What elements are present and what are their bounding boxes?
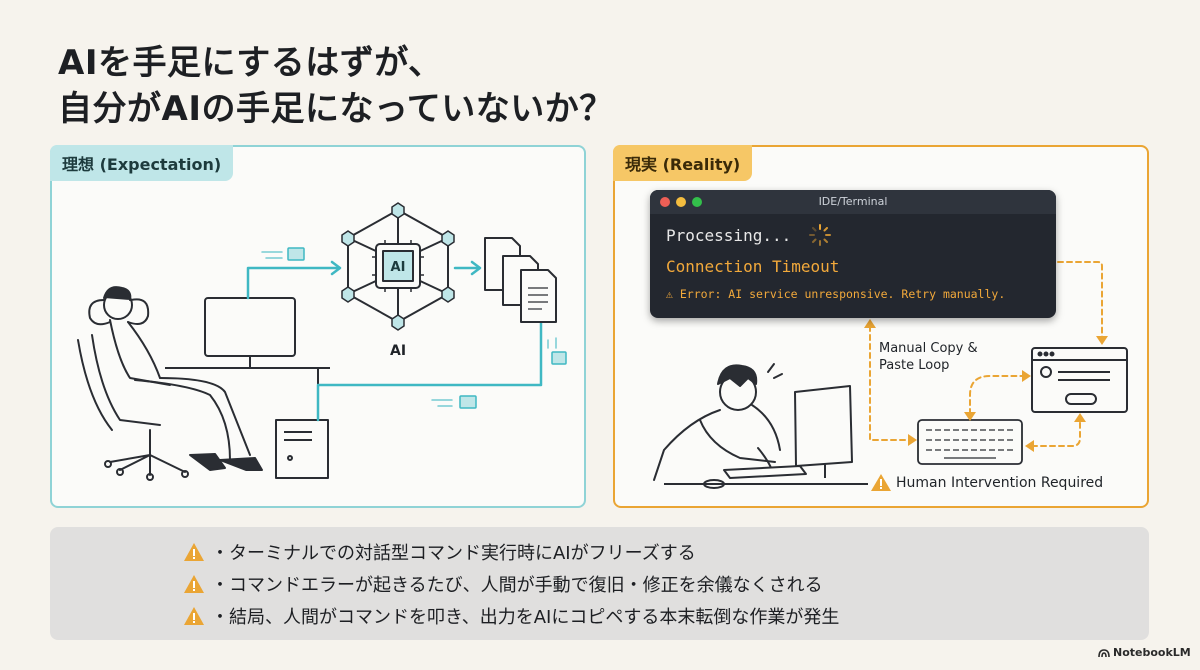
terminal-titlebar: IDE/Terminal [650,190,1056,214]
terminal-title: IDE/Terminal [818,195,888,208]
manual-loop-label: Manual Copy & Paste Loop [879,340,978,374]
brand-text: NotebookLM [1113,646,1191,659]
ai-chip-label: AI [391,260,406,275]
warning-icon [184,607,204,625]
ai-caption: AI [390,343,407,359]
issue-text: ・結局、人間がコマンドを叩き、出力をAIにコピペする本末転倒な作業が発生 [211,607,840,628]
document-stack-icon [484,237,557,323]
terminal-timeout-line: Connection Timeout [666,257,840,276]
desk-computer-illustration [165,297,330,479]
warning-icon [184,575,204,593]
minimize-window-dot[interactable] [676,197,686,207]
keyboard-icon [917,419,1023,465]
notebooklm-brand: NotebookLM [1098,646,1191,659]
warning-icon [184,543,204,561]
loading-spinner-icon [809,224,831,246]
issue-text: ・コマンドエラーが起きるたび、人間が手動で復旧・修正を余儀なくされる [211,575,823,596]
maximize-window-dot[interactable] [692,197,702,207]
issues-box [50,527,1149,640]
issue-item: ・ターミナルでの対話型コマンド実行時にAIがフリーズする [183,537,696,567]
issue-item: ・コマンドエラーが起きるたび、人間が手動で復旧・修正を余儀なくされる [183,569,823,599]
notebooklm-logo-icon [1098,648,1110,657]
manual-loop-label-line-2: Paste Loop [879,358,950,373]
intervention-warning-icon [871,474,891,491]
ai-network-nodes [341,202,455,331]
file-transfer-icons [287,247,567,409]
relaxed-person-illustration [77,286,263,481]
terminal-processing-line: Processing... [666,226,792,245]
data-flow-lines [246,260,543,422]
ide-terminal-window: IDE/Terminal Processing... Connection Ti… [650,190,1056,318]
stressed-person-illustration [653,363,783,481]
issue-item: ・結局、人間がコマンドを叩き、出力をAIにコピペする本末転倒な作業が発生 [183,601,839,631]
intervention-label: Human Intervention Required [896,475,1104,491]
ai-chip-text: AI [391,260,406,275]
close-window-dot[interactable] [660,197,670,207]
slide-title: AIを手足にするはずが、 自分がAIの手足になっていないか？ [58,40,614,132]
expectation-tag: 理想 (Expectation) [50,145,234,181]
issue-text: ・ターミナルでの対話型コマンド実行時にAIがフリーズする [211,543,696,564]
browser-window-icon [1031,347,1128,413]
manual-loop-arrows [869,261,1103,447]
reality-desk-computer [664,385,868,489]
reality-tag: 現実 (Reality) [613,145,753,181]
loop-arrowheads [864,319,1108,452]
terminal-error-line: ⚠ Error: AI service unresponsive. Retry … [666,287,1006,301]
title-line-2: 自分がAIの手足になっていないか？ [58,89,614,129]
title-line-1: AIを手足にするはずが、 [58,43,443,83]
manual-loop-label-line-1: Manual Copy & [879,341,978,356]
